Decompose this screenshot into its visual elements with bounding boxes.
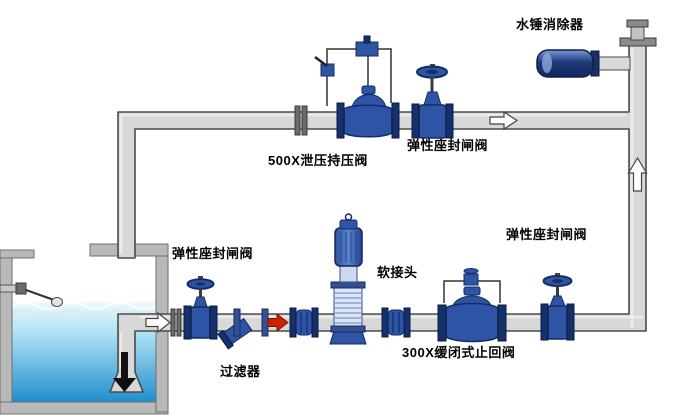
pipe-flange (170, 308, 176, 337)
label-gate-valve-suction: 弹性座封闸阀 (172, 246, 254, 261)
discharge-gate-valve (540, 273, 575, 341)
label-water-hammer-arrester: 水锤消除器 (516, 17, 584, 32)
riser-top-cap (626, 19, 649, 28)
relief-valve-500x (314, 35, 400, 139)
valve-flange (437, 304, 447, 342)
bonnet-cap (463, 286, 481, 296)
flow-arrow-up-icon (627, 156, 648, 192)
flow-arrow-red-icon (267, 312, 289, 333)
pipe-flange (294, 105, 301, 136)
lifting-eye (344, 213, 353, 221)
motor-fins (340, 232, 357, 262)
pilot-handwheel (463, 268, 479, 274)
riser-top-stub (630, 25, 645, 41)
joint-flange (381, 307, 389, 338)
valve-flange (411, 103, 420, 139)
tank-wall-left (0, 255, 13, 413)
bonnet-cap (361, 85, 376, 95)
pipe-flange (176, 308, 182, 337)
valve-body (547, 305, 568, 340)
flexible-joint-left (289, 307, 319, 338)
water-hammer-arrester (536, 19, 657, 78)
flow-arrow-right-icon (489, 110, 519, 131)
valve-flange (336, 102, 345, 139)
flow-arrow-right-icon (145, 311, 171, 334)
valve-stem (556, 285, 559, 298)
label-relief-valve-500x: 500X泄压持压阀 (268, 153, 368, 168)
water-surface-wave-2 (11, 309, 157, 317)
bellows (295, 309, 313, 336)
arrester-branch-pipe (597, 56, 631, 71)
joint-flange (289, 307, 297, 338)
valve-body (418, 104, 447, 139)
joint-flange (311, 307, 319, 338)
valve-flange (497, 304, 507, 342)
valve-flange (566, 303, 575, 341)
water-surface-wave (11, 302, 157, 310)
pilot-valve (463, 273, 479, 286)
valve-stem (430, 77, 434, 96)
float-arm (25, 289, 55, 301)
arrester-end-highlight (542, 53, 552, 73)
handwheel-hub (552, 279, 563, 283)
valve-body (343, 104, 393, 138)
handwheel-hub (426, 69, 438, 75)
strainer-flange (261, 308, 269, 337)
arrester-cylinder (536, 49, 594, 78)
pump-motor (334, 227, 363, 267)
float-inlet-pipe (0, 284, 17, 293)
label-strainer: 过滤器 (220, 364, 261, 379)
pump-base (329, 330, 367, 345)
valve-bonnet (423, 91, 442, 106)
valve-bonnet (193, 296, 208, 308)
valve-stem (199, 288, 202, 300)
valve-flange (391, 102, 400, 139)
label-check-valve-300x: 300X缓闭式止回阀 (402, 345, 516, 360)
pilot-tubing (326, 48, 392, 106)
label-gate-valve-top: 弹性座封闸阀 (407, 138, 489, 153)
pump-seal-housing (339, 265, 358, 283)
pump-flange-top (330, 281, 366, 289)
float-valve-body (15, 282, 27, 295)
valve-flange (209, 305, 218, 340)
pilot-valve-lever (314, 56, 328, 67)
top-gate-valve (411, 64, 454, 139)
pump-barrel-ribs (335, 292, 361, 324)
bellows (387, 309, 405, 336)
check-valve-300x (437, 268, 507, 343)
flexible-joint-right (381, 307, 411, 338)
pilot-valve-stem (363, 35, 371, 44)
valve-flange (445, 103, 454, 139)
float-valve (0, 282, 63, 307)
pump-flange-bottom (330, 325, 366, 333)
flow-arrows (113, 110, 648, 392)
valve-flange (540, 303, 549, 341)
suction-gate-valve (183, 276, 218, 340)
joint-flange (403, 307, 411, 338)
strainer-assembly (217, 308, 269, 350)
handwheel-hub (195, 282, 206, 286)
strainer-flange (233, 308, 241, 337)
vertical-pump (329, 213, 367, 345)
label-gate-valve-discharge: 弹性座封闸阀 (506, 227, 588, 242)
motor-top-cap (339, 219, 358, 230)
valve-bonnet (549, 295, 566, 307)
valve-body (445, 302, 499, 343)
flow-arrow-down-icon (113, 352, 136, 392)
tank-wall-bottom (0, 401, 169, 415)
valve-flange (183, 305, 192, 340)
tank-wall-top-left (0, 249, 35, 259)
pipe-flange (301, 105, 308, 136)
strainer-cap (217, 329, 234, 350)
valve-body (190, 306, 211, 339)
pilot-ball-valve (320, 63, 335, 77)
label-flexible-joint: 软接头 (377, 265, 418, 280)
pilot-valve (355, 41, 379, 57)
float-ball (51, 297, 63, 307)
